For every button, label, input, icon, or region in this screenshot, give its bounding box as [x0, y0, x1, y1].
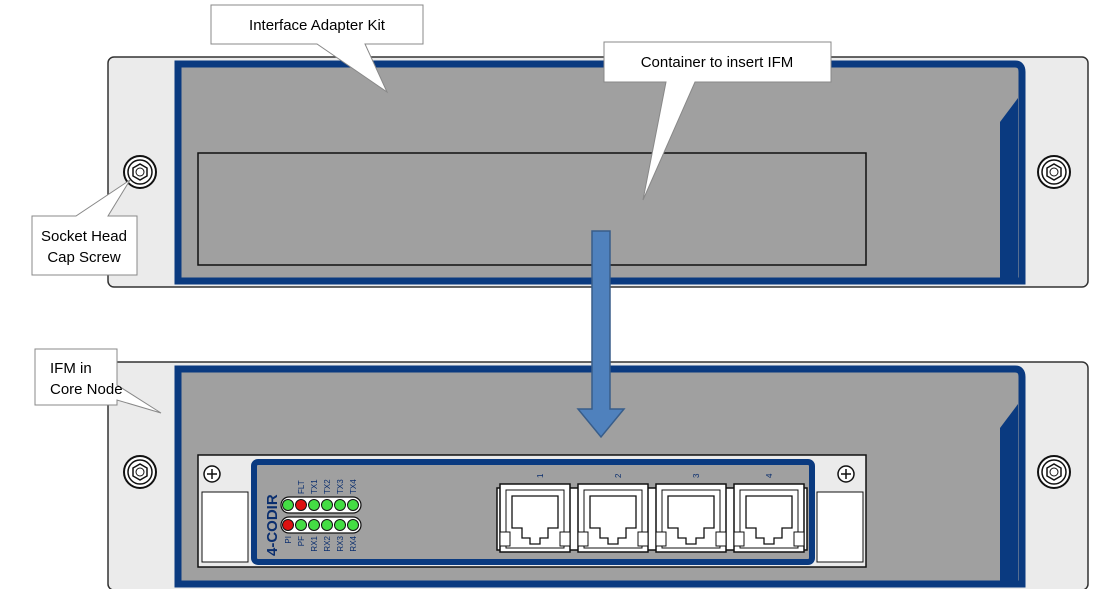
- label-container-to-insert-ifm: Container to insert IFM: [641, 54, 794, 71]
- top-led-3: [308, 499, 320, 511]
- rj45-port-2-icon: [577, 483, 649, 553]
- callout-ifm-in-core-node: IFM in Core Node: [34, 348, 162, 414]
- label-ifm-line1: IFM in: [50, 360, 92, 377]
- bottom-led-label: RX1: [310, 535, 319, 551]
- port-number-4: 4: [765, 473, 774, 478]
- ifm-module: 4-CODIR FLT TX1 TX2 TX3 TX4 PI PF RX1 RX2 RX3 RX4…: [197, 454, 867, 568]
- core-node-panel: 4-CODIR FLT TX1 TX2 TX3 TX4 PI PF RX1 RX2 RX3 RX4…: [107, 361, 1089, 589]
- ifm-container-slot: [197, 152, 867, 266]
- bottom-led-3: [308, 519, 320, 531]
- adapter-kit-blue-frame: [174, 60, 1026, 285]
- adapter-kit-panel: [107, 56, 1089, 288]
- port-number-2: 2: [614, 473, 623, 478]
- socket-head-cap-screw-right-bottom-icon: [1037, 455, 1071, 489]
- label-socket-head-line1: Socket Head: [41, 228, 127, 245]
- bottom-led-1: [282, 519, 294, 531]
- bottom-led-label: RX2: [323, 535, 332, 551]
- module-screw-left-icon: [203, 465, 221, 483]
- top-led-label: TX3: [336, 479, 345, 494]
- top-led-2: [295, 499, 307, 511]
- top-led-label: FLT: [297, 480, 306, 494]
- socket-head-cap-screw-left-bottom-icon: [123, 455, 157, 489]
- top-led-1: [282, 499, 294, 511]
- callout-socket-head-cap-screw: Socket Head Cap Screw: [31, 179, 138, 276]
- module-name: 4-CODIR: [264, 494, 281, 556]
- rj45-port-3-icon: [655, 483, 727, 553]
- module-screw-right-icon: [837, 465, 855, 483]
- top-led-6: [347, 499, 359, 511]
- socket-head-cap-screw-left-icon: [123, 155, 157, 189]
- rj45-port-1-icon: [499, 483, 571, 553]
- bottom-led-2: [295, 519, 307, 531]
- top-led-label: TX1: [310, 479, 319, 494]
- port-number-1: 1: [536, 473, 545, 478]
- bottom-led-label: PF: [297, 536, 306, 546]
- bottom-led-label: RX3: [336, 535, 345, 551]
- bottom-led-4: [321, 519, 333, 531]
- socket-head-cap-screw-right-icon: [1037, 155, 1071, 189]
- bottom-led-label: RX4: [349, 535, 358, 551]
- bottom-led-5: [334, 519, 346, 531]
- top-led-label: TX2: [323, 479, 332, 494]
- callout-container-to-insert-ifm: Container to insert IFM: [603, 41, 832, 201]
- bottom-led-label: PI: [284, 536, 293, 544]
- insert-arrow-icon: [576, 230, 626, 439]
- bottom-led-6: [347, 519, 359, 531]
- label-ifm-line2: Core Node: [50, 381, 123, 398]
- top-led-5: [334, 499, 346, 511]
- top-led-label: TX4: [349, 479, 358, 494]
- label-socket-head-line2: Cap Screw: [47, 249, 121, 266]
- top-led-4: [321, 499, 333, 511]
- callout-interface-adapter-kit: Interface Adapter Kit: [210, 4, 424, 94]
- rj45-port-4-icon: [733, 483, 805, 553]
- port-number-3: 3: [692, 473, 701, 478]
- label-interface-adapter-kit: Interface Adapter Kit: [249, 17, 386, 34]
